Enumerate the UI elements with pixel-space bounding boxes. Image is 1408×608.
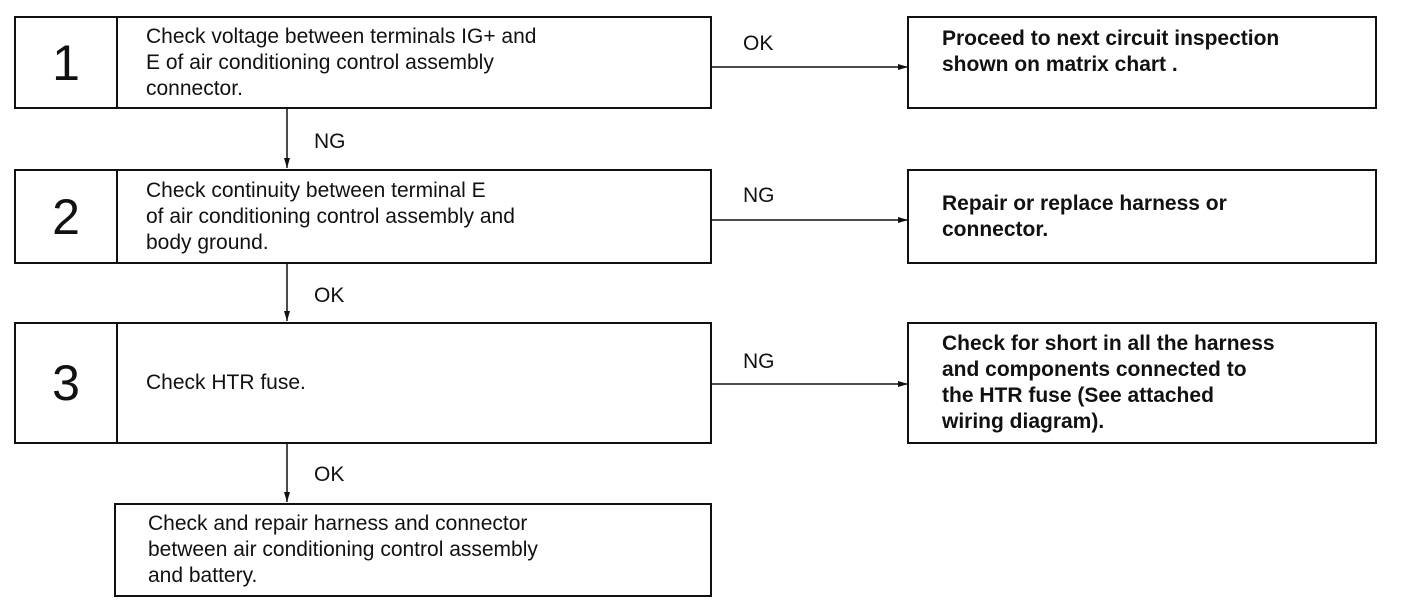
final-step-box: Check and repair harness and connector b… [114, 503, 712, 597]
step-text-line: body ground. [146, 230, 269, 254]
edge-label-step1-ok: OK [743, 32, 774, 55]
result-text-line: shown on matrix chart . [942, 53, 1178, 76]
step-text-line: Check voltage between terminals IG+ and [146, 24, 537, 48]
step-text-line: Check HTR fuse. [146, 371, 306, 394]
step-text-line: Check continuity between terminal E [146, 178, 486, 202]
step-text-line: and battery. [148, 564, 258, 587]
result-1-box: Proceed to next circuit inspection shown… [907, 16, 1377, 109]
step-text: Check HTR fuse. [146, 324, 700, 442]
result-2-box: Repair or replace harness or connector. [907, 169, 1377, 264]
step-text-line: Check and repair harness and connector [148, 512, 528, 535]
result-text-line: Proceed to next circuit inspection [942, 27, 1280, 50]
final-step-text: Check and repair harness and connector b… [148, 505, 700, 595]
step-3-box: 3 Check HTR fuse. [14, 322, 712, 444]
result-text-line: connector. [942, 217, 1049, 241]
step-text: Check voltage between terminals IG+ and … [146, 18, 700, 107]
edge-label-step1-ng: NG [314, 130, 346, 153]
step-2-box: 2 Check continuity between terminal E of… [14, 169, 712, 264]
step-number: 2 [16, 171, 118, 262]
step-text-line: between air conditioning control assembl… [148, 538, 538, 561]
result-text-line: wiring diagram). [942, 410, 1105, 433]
edge-label-step2-ok: OK [314, 284, 345, 307]
result-text-line: the HTR fuse (See attached [942, 384, 1214, 407]
step-text-line: E of air conditioning control assembly [146, 50, 494, 74]
step-1-box: 1 Check voltage between terminals IG+ an… [14, 16, 712, 109]
edge-label-step3-ok: OK [314, 463, 345, 486]
step-number: 1 [16, 18, 118, 107]
result-text-line: Repair or replace harness or [942, 191, 1227, 215]
result-3-box: Check for short in all the harness and c… [907, 322, 1377, 444]
result-text-line: and components connected to [942, 358, 1247, 381]
edge-label-step2-ng: NG [743, 184, 775, 207]
step-number: 3 [16, 324, 118, 442]
result-text-line: Check for short in all the harness [942, 332, 1275, 355]
edge-label-step3-ng: NG [743, 350, 775, 373]
step-text: Check continuity between terminal E of a… [146, 171, 700, 262]
step-text-line: of air conditioning control assembly and [146, 204, 515, 228]
step-text-line: connector. [146, 76, 243, 100]
